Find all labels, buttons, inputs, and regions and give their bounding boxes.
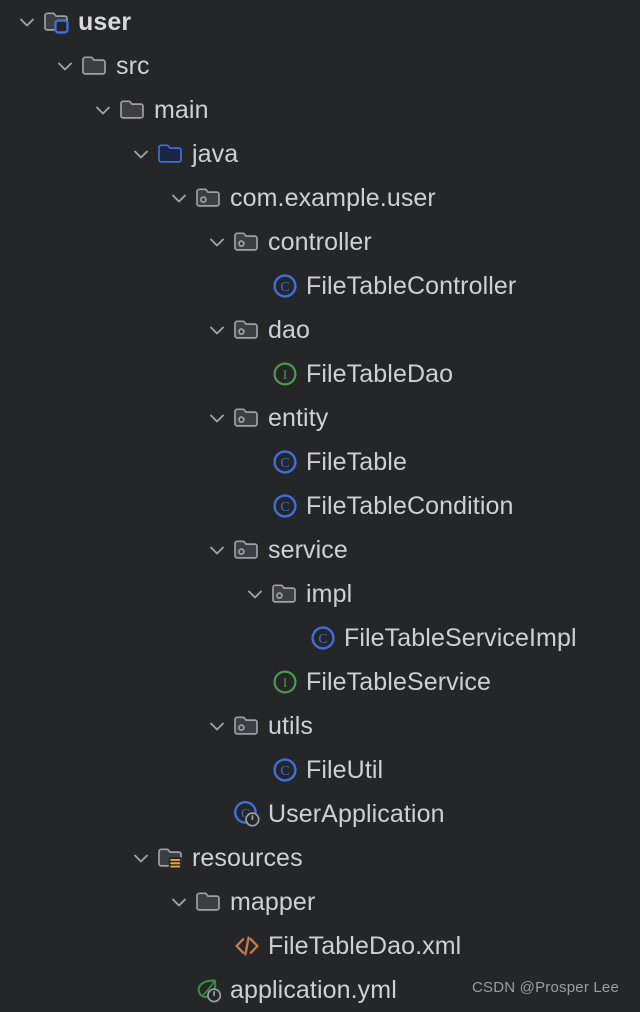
tree-node-label: FileTableDao.xml: [268, 932, 462, 960]
java-class-icon: C: [270, 491, 300, 521]
java-class-icon: C: [270, 755, 300, 785]
tree-node-label: service: [268, 536, 348, 564]
tree-row[interactable]: FileTableDao.xml: [0, 924, 640, 968]
spring-boot-class-icon: C: [232, 799, 262, 829]
svg-text:I: I: [283, 367, 287, 382]
java-interface-icon: I: [270, 359, 300, 389]
tree-node-label: main: [154, 96, 209, 124]
tree-row[interactable]: I FileTableDao: [0, 352, 640, 396]
chevron-down-icon[interactable]: [204, 317, 230, 343]
chevron-down-icon[interactable]: [14, 9, 40, 35]
chevron-down-icon[interactable]: [204, 229, 230, 255]
tree-node-label: com.example.user: [230, 184, 436, 212]
module-folder-icon: [42, 7, 72, 37]
package-folder-icon: [232, 711, 262, 741]
tree-row[interactable]: mapper: [0, 880, 640, 924]
resource-root-folder-icon: [156, 843, 186, 873]
tree-row[interactable]: impl: [0, 572, 640, 616]
tree-node-label: UserApplication: [268, 800, 445, 828]
tree-node-label: src: [116, 52, 150, 80]
chevron-down-icon[interactable]: [128, 141, 154, 167]
tree-node-label: entity: [268, 404, 329, 432]
tree-node-label: controller: [268, 228, 372, 256]
chevron-down-icon[interactable]: [166, 889, 192, 915]
tree-row[interactable]: dao: [0, 308, 640, 352]
tree-row[interactable]: utils: [0, 704, 640, 748]
chevron-down-icon[interactable]: [52, 53, 78, 79]
tree-node-label: utils: [268, 712, 313, 740]
tree-node-label: FileTableDao: [306, 360, 454, 388]
tree-row[interactable]: com.example.user: [0, 176, 640, 220]
tree-row[interactable]: service: [0, 528, 640, 572]
chevron-down-icon[interactable]: [166, 185, 192, 211]
tree-row[interactable]: C FileTableServiceImpl: [0, 616, 640, 660]
package-folder-icon: [232, 315, 262, 345]
package-folder-icon: [194, 183, 224, 213]
tree-row[interactable]: entity: [0, 396, 640, 440]
folder-icon: [194, 887, 224, 917]
tree-node-label: user: [78, 8, 132, 36]
tree-row[interactable]: main: [0, 88, 640, 132]
chevron-down-icon[interactable]: [204, 405, 230, 431]
tree-node-label: FileTableServiceImpl: [344, 624, 577, 652]
tree-row[interactable]: I FileTableService: [0, 660, 640, 704]
folder-icon: [80, 51, 110, 81]
tree-row[interactable]: resources: [0, 836, 640, 880]
svg-text:C: C: [318, 631, 327, 646]
svg-text:C: C: [280, 499, 289, 514]
tree-node-label: FileTable: [306, 448, 407, 476]
source-root-folder-icon: [156, 139, 186, 169]
tree-node-label: java: [192, 140, 239, 168]
tree-row[interactable]: C FileUtil: [0, 748, 640, 792]
tree-row[interactable]: controller: [0, 220, 640, 264]
package-folder-icon: [270, 579, 300, 609]
svg-text:I: I: [283, 675, 287, 690]
tree-node-label: FileTableController: [306, 272, 517, 300]
package-folder-icon: [232, 535, 262, 565]
tree-node-label: FileTableCondition: [306, 492, 514, 520]
svg-text:C: C: [280, 455, 289, 470]
package-folder-icon: [232, 403, 262, 433]
java-interface-icon: I: [270, 667, 300, 697]
tree-node-label: FileTableService: [306, 668, 492, 696]
chevron-down-icon[interactable]: [90, 97, 116, 123]
tree-row[interactable]: C FileTableController: [0, 264, 640, 308]
tree-row[interactable]: C FileTable: [0, 440, 640, 484]
tree-node-label: resources: [192, 844, 303, 872]
java-class-icon: C: [270, 447, 300, 477]
java-class-icon: C: [270, 271, 300, 301]
xml-file-icon: [232, 931, 262, 961]
svg-text:C: C: [280, 763, 289, 778]
chevron-down-icon[interactable]: [128, 845, 154, 871]
tree-row[interactable]: application.yml: [0, 968, 640, 1012]
spring-config-icon: [194, 975, 224, 1005]
chevron-down-icon[interactable]: [204, 537, 230, 563]
tree-row[interactable]: src: [0, 44, 640, 88]
chevron-down-icon[interactable]: [242, 581, 268, 607]
package-folder-icon: [232, 227, 262, 257]
java-class-icon: C: [308, 623, 338, 653]
tree-row[interactable]: C UserApplication: [0, 792, 640, 836]
svg-text:C: C: [241, 805, 250, 820]
tree-node-label: FileUtil: [306, 756, 384, 784]
tree-node-label: mapper: [230, 888, 316, 916]
tree-row[interactable]: java: [0, 132, 640, 176]
tree-node-label: impl: [306, 580, 353, 608]
svg-text:C: C: [280, 279, 289, 294]
tree-row[interactable]: C FileTableCondition: [0, 484, 640, 528]
tree-node-label: dao: [268, 316, 311, 344]
chevron-down-icon[interactable]: [204, 713, 230, 739]
tree-row[interactable]: user: [0, 0, 640, 44]
folder-icon: [118, 95, 148, 125]
tree-node-label: application.yml: [230, 976, 397, 1004]
watermark: CSDN @Prosper Lee: [472, 979, 620, 996]
